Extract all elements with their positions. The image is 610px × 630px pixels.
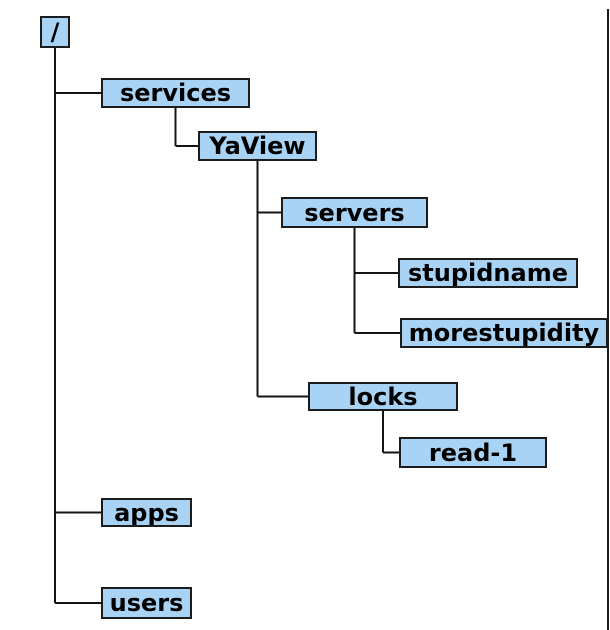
tree-node-apps: apps bbox=[101, 498, 192, 527]
tree-node-servers: servers bbox=[281, 197, 428, 228]
tree-node-root: / bbox=[40, 16, 70, 48]
tree-node-label: morestupidity bbox=[408, 319, 600, 347]
tree-node-label: locks bbox=[348, 382, 418, 411]
tree-node-label: stupidname bbox=[408, 259, 568, 287]
tree-node-label: / bbox=[50, 18, 60, 46]
tree-node-label: servers bbox=[304, 198, 405, 227]
tree-node-services: services bbox=[101, 78, 250, 108]
pane-border-line bbox=[607, 9, 609, 630]
tree-node-label: users bbox=[109, 589, 184, 617]
tree-node-read-1: read-1 bbox=[399, 437, 547, 468]
tree-node-users: users bbox=[101, 587, 192, 619]
tree-node-label: apps bbox=[114, 498, 179, 527]
tree-node-locks: locks bbox=[308, 382, 458, 411]
tree-node-stupidname: stupidname bbox=[398, 258, 578, 288]
tree-node-morestupidity: morestupidity bbox=[400, 318, 608, 348]
tree-node-label: YaView bbox=[209, 132, 306, 160]
tree-node-yaview: YaView bbox=[198, 131, 317, 161]
tree-node-label: services bbox=[119, 79, 232, 107]
tree-node-label: read-1 bbox=[428, 438, 518, 467]
